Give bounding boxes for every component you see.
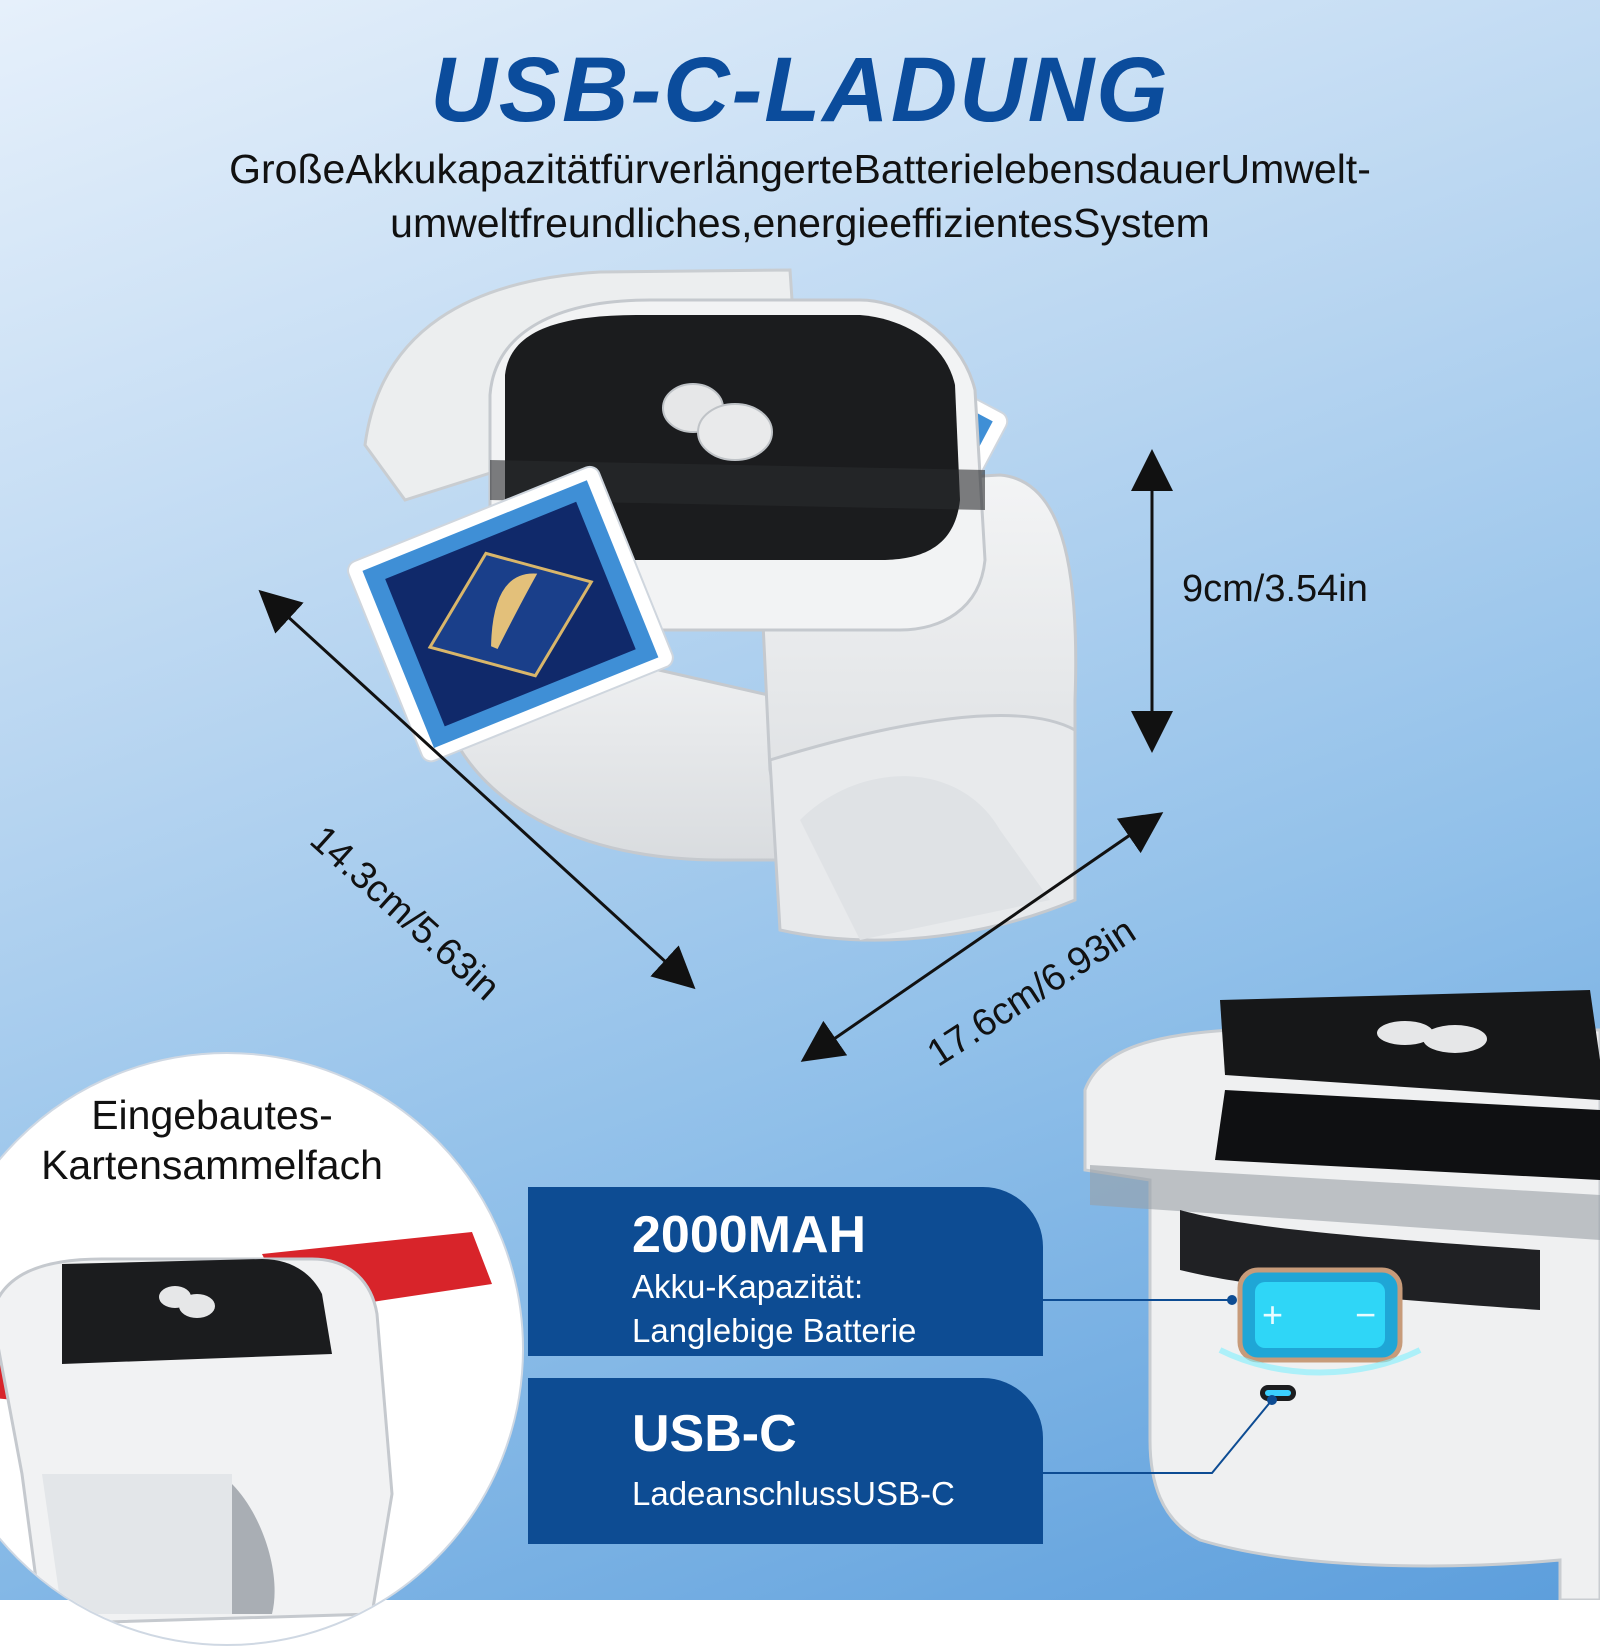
battery-closeup-illustration: + −	[1043, 990, 1600, 1600]
page-title: USB-C-LADUNG	[430, 39, 1170, 141]
closeup-control-buttons	[1377, 1021, 1487, 1053]
card-collection-tray-inset: Eingebautes- Kartensammelfach	[0, 1052, 524, 1646]
depth-dimension-arrow	[258, 589, 696, 990]
battery-capacity-line-2: Langlebige Batterie	[632, 1312, 917, 1349]
battery-capacity-callout: 2000MAH Akku-Kapazität: Langlebige Batte…	[528, 1187, 1043, 1356]
inset-label-line-2: Kartensammelfach	[41, 1142, 383, 1188]
usb-c-port-icon	[1260, 1385, 1296, 1401]
width-dimension-arrow	[800, 812, 1164, 1062]
svg-text:−: −	[1355, 1294, 1376, 1335]
subtitle-line-1: GroßeAkkukapazitätfürverlängerteBatterie…	[229, 146, 1371, 192]
height-dimension-label: 9cm/3.54in	[1182, 568, 1368, 610]
battery-icon: + −	[1218, 1267, 1422, 1376]
usb-c-line-1: LadeanschlussUSB-C	[632, 1475, 955, 1512]
usb-c-heading: USB-C	[632, 1405, 797, 1463]
usb-c-leader-line	[1043, 1399, 1273, 1474]
shuffler-main-illustration	[258, 268, 1173, 1062]
subtitle: GroßeAkkukapazitätfürverlängerteBatterie…	[100, 142, 1500, 250]
subtitle-line-2: umweltfreundliches,energieeffizientesSys…	[390, 200, 1210, 246]
right-control-button	[697, 403, 773, 461]
inset-label: Eingebautes- Kartensammelfach	[22, 1090, 402, 1190]
battery-capacity-line-1: Akku-Kapazität:	[632, 1268, 864, 1305]
svg-text:+: +	[1262, 1294, 1283, 1335]
battery-capacity-heading: 2000MAH	[632, 1206, 867, 1264]
usb-c-callout: USB-C LadeanschlussUSB-C	[528, 1378, 1043, 1544]
control-buttons	[662, 383, 773, 461]
inset-label-line-1: Eingebautes-	[91, 1092, 333, 1138]
inset-shuffler-illustration	[0, 1232, 492, 1626]
